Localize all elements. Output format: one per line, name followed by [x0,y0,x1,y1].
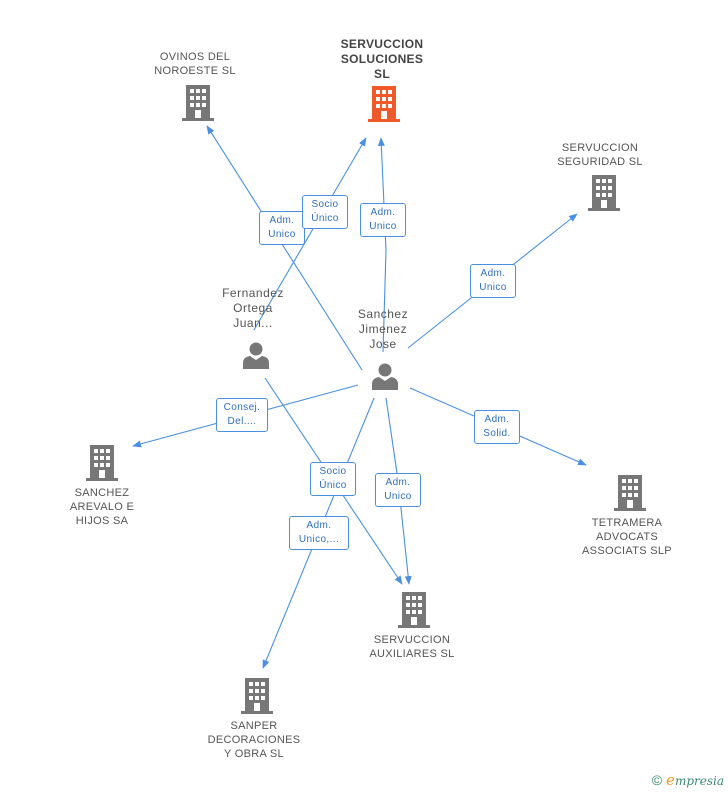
node-label-sanper[interactable]: SANPER DECORACIONES Y OBRA SL [207,720,301,760]
person-label-sanchez[interactable]: Sanchez Jimenez Jose [357,307,409,351]
node-label-servuccion-soluciones[interactable]: SERVUCCION SOLUCIONES SL [340,37,424,81]
edge-label-socio-unico-auxiliares: Socio Único [310,462,356,496]
building-icon [614,475,646,511]
edge-sanchez-ovinos [206,125,363,371]
copyright-symbol: © [651,772,663,788]
edge-fernandez-soluciones [253,137,367,331]
building-icon [86,445,118,481]
node-label-seguridad[interactable]: SERVUCCION SEGURIDAD SL [557,142,643,168]
person-label-fernandez[interactable]: Fernandez Ortega Juan... [222,286,284,330]
edge-label-adm-unico-auxiliares: Adm. Unico [375,473,421,507]
edge-label-adm-unico-soluciones: Adm. Unico [360,203,406,237]
building-icon [241,678,273,714]
building-icon [398,592,430,628]
person-icon [372,363,398,390]
empresia-logo: ©empresia [652,771,724,789]
node-label-sanchez-arevalo[interactable]: SANCHEZ AREVALO E HIJOS SA [69,487,135,527]
edge-label-socio-unico-soluciones: Socio Único [302,195,348,229]
brand-name: empresia [666,771,724,789]
building-icon [182,85,214,121]
edge-label-adm-unico-ovinos: Adm. Unico [259,211,305,245]
person-icon [243,342,269,369]
node-label-auxiliares[interactable]: SERVUCCION AUXILIARES SL [369,634,455,660]
building-icon [588,175,620,211]
edge-label-adm-unico-sanper: Adm. Unico,... [289,516,349,550]
node-label-ovinos[interactable]: OVINOS DEL NOROESTE SL [154,51,236,77]
node-label-tetramera[interactable]: TETRAMERA ADVOCATS ASSOCIATS SLP [582,517,672,557]
edge-sanchez-soluciones [377,137,387,353]
edge-label-adm-unico-seguridad: Adm. Unico [470,264,516,298]
edge-label-adm-solid: Adm. Solid. [474,410,520,444]
building-icon-highlight [368,86,400,122]
edge-label-consej-del: Consej. Del.... [216,398,268,432]
